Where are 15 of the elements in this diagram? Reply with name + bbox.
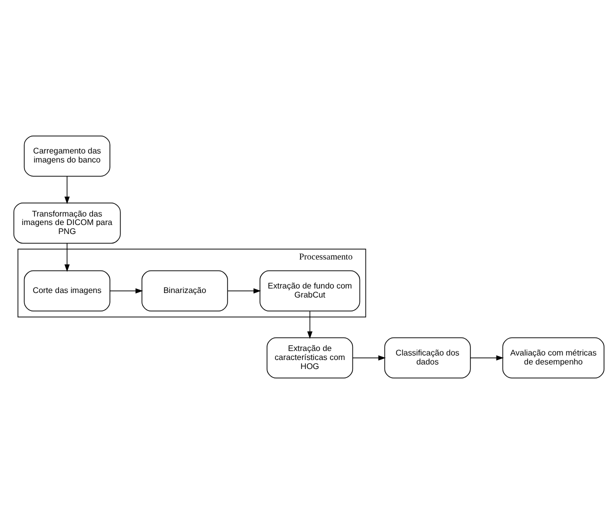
- node-box: Avaliação com métricas de desempenho: [502, 337, 604, 378]
- arrow: [110, 288, 143, 294]
- arrow: [64, 176, 70, 204]
- node-box: Binarização: [142, 270, 228, 312]
- arrow: [64, 243, 70, 272]
- node-box: Classificação dos dados: [384, 337, 471, 378]
- arrow: [352, 355, 386, 361]
- node-box: Carregamento das imagens do banco: [24, 136, 110, 177]
- arrow: [307, 310, 312, 339]
- node-box: Extração de características com HOG: [266, 337, 354, 378]
- node-box: Transformação das imagens de DICOM para PNG: [13, 202, 121, 244]
- node-box: Extração de fundo com GrabCut: [260, 270, 360, 312]
- arrow: [227, 288, 261, 294]
- node-box: Corte das imagens: [24, 270, 110, 312]
- arrow: [470, 355, 504, 361]
